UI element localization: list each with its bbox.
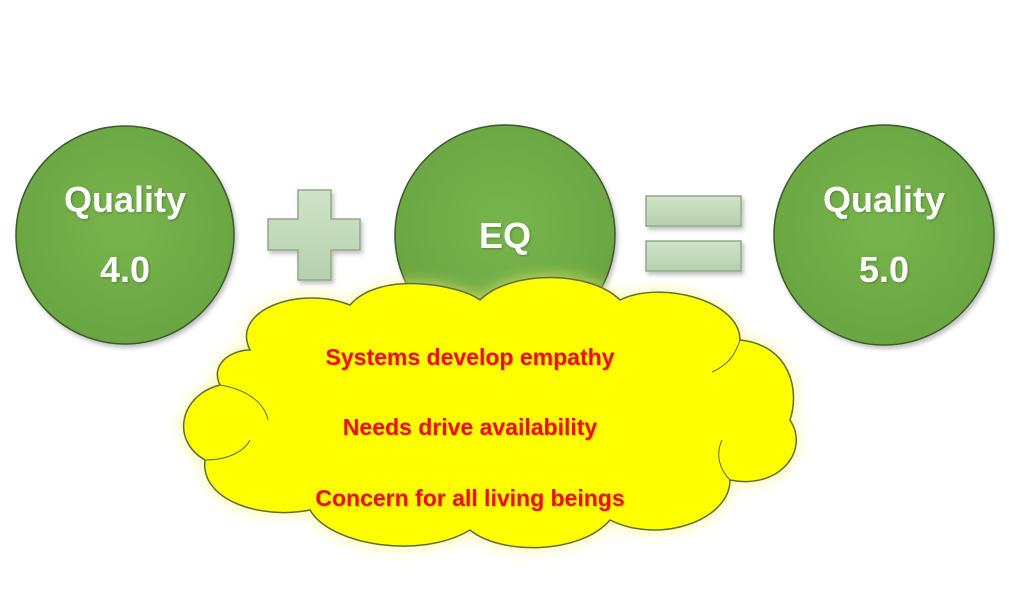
- left-circle-label-1: Quality: [63, 179, 187, 220]
- cloud-item-3: Concern for all living beings: [315, 485, 625, 511]
- cloud-item-1: Systems develop empathy: [325, 344, 615, 370]
- circle-quality-4: [15, 125, 235, 345]
- equals-icon: [645, 195, 742, 272]
- circle-quality-5: [773, 124, 995, 346]
- cloud-shape: [182, 276, 797, 549]
- cloud-contour: [204, 339, 741, 481]
- right-circle-label-2: 5.0: [858, 249, 910, 290]
- plus-icon: [267, 189, 361, 281]
- left-circle-label-2: 4.0: [99, 249, 151, 290]
- middle-circle-label: EQ: [478, 215, 531, 256]
- right-circle-label-1: Quality: [822, 179, 946, 220]
- cloud-item-2: Needs drive availability: [342, 414, 598, 440]
